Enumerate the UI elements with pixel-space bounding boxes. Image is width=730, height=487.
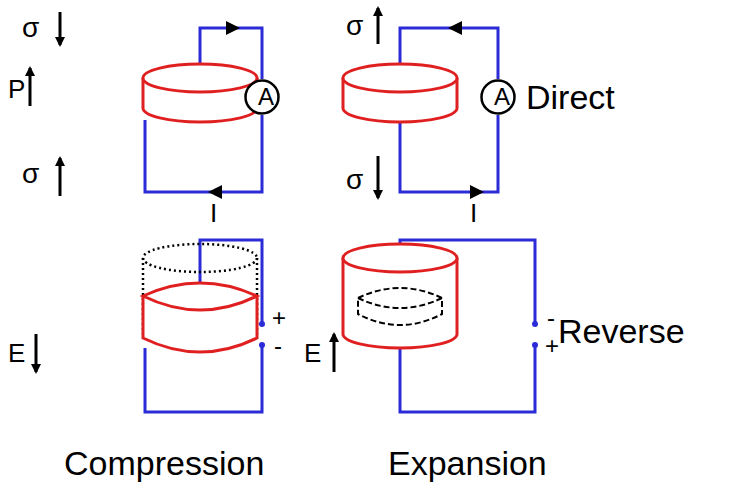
effect-name: Direct [526, 80, 615, 114]
polarization: P [8, 76, 25, 102]
sigma: σ [22, 160, 39, 188]
current: I [470, 200, 477, 226]
sigma: σ [22, 14, 39, 42]
terminal-sign: - [547, 306, 555, 330]
ammeter-circle: A [480, 79, 524, 115]
mode-caption: Compression [64, 446, 264, 480]
terminal-sign: - [274, 334, 282, 358]
terminal-sign: + [272, 306, 286, 330]
effect-name: Reverse [558, 314, 685, 348]
field: E [304, 340, 321, 366]
sigma: σ [346, 12, 363, 40]
ammeter-label: A [244, 79, 288, 115]
field: E [8, 340, 25, 366]
mode-caption: Expansion [388, 446, 547, 480]
ammeter-label: A [480, 79, 524, 115]
current: I [210, 200, 217, 226]
sigma: σ [346, 166, 363, 194]
terminal-sign: + [545, 334, 559, 358]
ammeter-circle: A [244, 79, 288, 115]
